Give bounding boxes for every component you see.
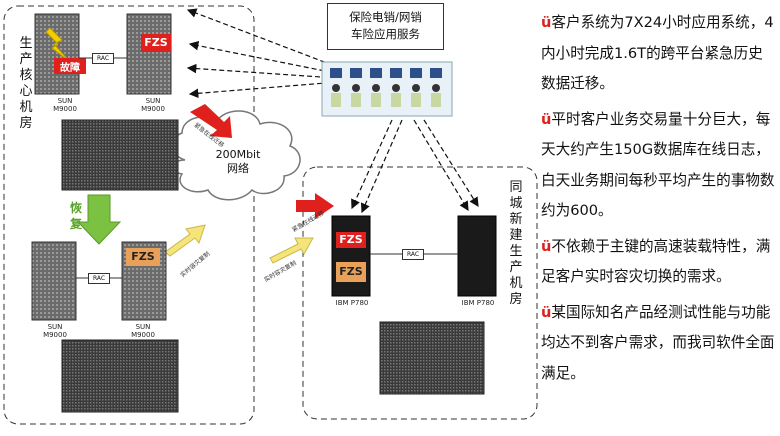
sun-label-4-line2: M9000	[131, 331, 155, 339]
sun-label-1-line2: M9000	[53, 105, 77, 113]
sun-label-3-line1: SUN	[47, 323, 63, 331]
storage-array-ibm	[379, 321, 485, 395]
storage-array-bottom	[61, 339, 179, 413]
check-icon: ü	[541, 110, 552, 128]
storage-array-top	[61, 119, 179, 191]
replication-arrow-left	[164, 224, 206, 257]
rac-box-bottom: RAC	[88, 273, 110, 284]
zone-a-label: 生产核心机房	[19, 36, 33, 131]
bullet-text-1: 客户系统为7X24小时应用系统，4内小时完成1.6T的跨平台紧急历史数据迁移。	[541, 14, 774, 92]
bullet-item-4: ü某国际知名产品经测试性能与功能均达不到客户需求，而我司软件全面满足。	[541, 298, 777, 390]
replication-arrow-right	[269, 237, 314, 264]
bullet-text-3: 不依赖于主键的高速装载特性，满足客户实时容灾切换的需求。	[541, 237, 771, 286]
sun-server-fzs-top	[126, 13, 172, 95]
fzs-tag-top: FZS	[144, 36, 168, 49]
sun-label-2-line1: SUN	[145, 97, 161, 105]
network-speed: 200Mbit	[215, 148, 261, 161]
fzs-tag-bottom: FZS	[131, 250, 155, 263]
bullet-item-1: ü客户系统为7X24小时应用系统，4内小时完成1.6T的跨平台紧急历史数据迁移。	[541, 8, 777, 100]
lightning-icon	[45, 27, 71, 63]
sun-label-1-line1: SUN	[57, 97, 73, 105]
fzs-tag-ibm-orange-bg	[336, 262, 366, 282]
rac-box-ibm: RAC	[402, 249, 424, 260]
check-icon: ü	[541, 237, 552, 255]
zone-new-production	[302, 166, 538, 420]
network-label: 200Mbit 网络	[208, 148, 268, 176]
zone-production-core	[3, 5, 255, 425]
emergency-migration-arrow-bottom	[296, 193, 334, 219]
ibm-label-1: IBM P780	[335, 299, 369, 307]
bullet-item-3: ü不依赖于主键的高速装载特性，满足客户实时容灾切换的需求。	[541, 232, 777, 293]
service-callout: 保险电销/网销 车险应用服务	[327, 3, 444, 50]
rac-box-top: RAC	[92, 53, 114, 64]
bullet-text-2: 平时客户业务交易量十分巨大，每天大约产生150G数据库在线日志，白天业务期间每秒…	[541, 110, 775, 220]
ibm-server-left	[331, 215, 371, 297]
callout-line-1: 保险电销/网销	[349, 10, 422, 24]
fzs-tag-ibm-orange: FZS	[339, 265, 363, 278]
fzs-tag-ibm-red: FZS	[339, 233, 363, 246]
network-cloud	[170, 110, 301, 201]
check-icon: ü	[541, 303, 552, 321]
client-connection-lines	[186, 8, 479, 214]
sun-label-4-line1: SUN	[135, 323, 151, 331]
restore-label: 恢复	[69, 201, 82, 231]
fault-tag: 故障	[60, 63, 80, 74]
sun-label-3-line2: M9000	[43, 331, 67, 339]
fzs-tag-bottom-bg	[126, 248, 160, 266]
fault-tag-bg	[54, 58, 86, 74]
check-icon: ü	[541, 14, 552, 31]
sun-label-2-line2: M9000	[141, 105, 165, 113]
sun-server-bottom-left	[31, 241, 77, 321]
sun-server-faulty	[34, 13, 80, 95]
network-name: 网络	[227, 162, 249, 175]
fzs-tag-ibm-red-bg	[336, 232, 366, 248]
diagram-canvas	[3, 5, 538, 425]
bullet-text-4: 某国际知名产品经测试性能与功能均达不到客户需求，而我司软件全面满足。	[541, 303, 775, 382]
bullet-item-2: ü平时客户业务交易量十分巨大，每天大约产生150G数据库在线日志，白天业务期间每…	[541, 105, 777, 227]
emergency-migration-arrow-top	[190, 104, 232, 138]
restore-arrow	[76, 194, 122, 245]
zone-b-label: 同城新建生产机房	[509, 180, 523, 307]
callout-line-2: 车险应用服务	[351, 27, 420, 41]
ibm-server-right	[457, 215, 497, 297]
bullet-list: ü客户系统为7X24小时应用系统，4内小时完成1.6T的跨平台紧急历史数据迁移。…	[541, 8, 777, 394]
users-icon	[321, 61, 453, 117]
fzs-tag-top-bg	[141, 34, 171, 52]
ibm-label-2: IBM P780	[461, 299, 495, 307]
